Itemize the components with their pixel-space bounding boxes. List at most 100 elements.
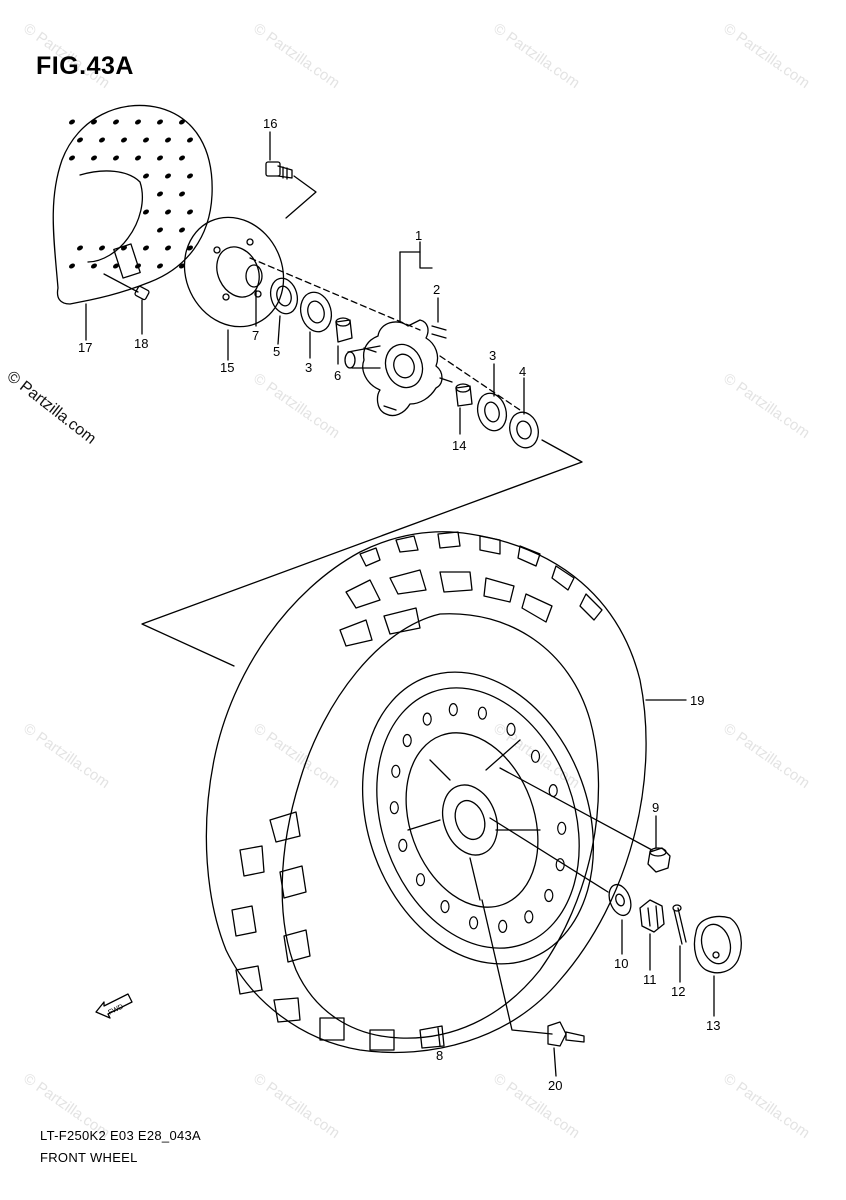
cotter-pin-12 xyxy=(672,904,687,945)
callout-12: 12 xyxy=(671,984,685,999)
washer-10 xyxy=(608,883,632,917)
spacer-6 xyxy=(335,317,353,343)
rim-hole xyxy=(415,873,426,887)
callout-13: 13 xyxy=(706,1018,720,1033)
rim-hole xyxy=(506,722,516,737)
guard-hole xyxy=(113,119,119,125)
callout-3: 3 xyxy=(305,360,312,375)
guard-hole xyxy=(69,263,75,269)
oil-seal-5 xyxy=(269,277,299,315)
callout-14: 14 xyxy=(452,438,466,453)
guard-hole xyxy=(99,245,105,251)
callout-3-second: 3 xyxy=(489,348,496,363)
callout-8: 8 xyxy=(436,1048,443,1063)
callout-7: 7 xyxy=(252,328,259,343)
callout-15: 15 xyxy=(220,360,234,375)
front-tire xyxy=(205,531,647,1054)
guard-hole xyxy=(179,155,185,161)
rim-hole xyxy=(391,764,401,778)
rim-hole xyxy=(477,706,487,720)
guard-hole xyxy=(179,191,185,197)
bolt-18 xyxy=(103,273,150,301)
guard-hole xyxy=(135,263,141,269)
hub-studs xyxy=(363,325,453,411)
guard-hole xyxy=(179,227,185,233)
rim-hole xyxy=(448,702,458,717)
callout-4: 4 xyxy=(519,364,526,379)
wheel-nut-9 xyxy=(647,847,671,873)
guard-hole xyxy=(121,137,127,143)
wheel-rim xyxy=(361,671,595,965)
callout-11: 11 xyxy=(643,972,657,987)
guard-hole xyxy=(135,155,141,161)
guard-hole xyxy=(113,263,119,269)
rim-hole xyxy=(530,749,541,763)
hub-cap-13 xyxy=(693,915,742,974)
guard-hole xyxy=(143,209,149,215)
callout-2: 2 xyxy=(433,282,440,297)
guard-hole xyxy=(157,119,163,125)
spacer-7 xyxy=(245,264,263,288)
callout-19: 19 xyxy=(690,693,704,708)
guard-hole xyxy=(157,263,163,269)
guard-hole xyxy=(99,137,105,143)
bolt-16 xyxy=(265,161,317,219)
callout-labels: 1 2 3 3 4 5 6 7 8 9 10 11 12 13 14 15 16… xyxy=(78,116,720,1093)
rim-hole xyxy=(440,899,450,914)
bearing-3 xyxy=(299,291,333,333)
bearing-3b xyxy=(476,392,508,432)
guard-hole xyxy=(77,245,83,251)
spacer-14 xyxy=(455,383,473,407)
rim-hole xyxy=(398,838,408,853)
figure-title: FIG.43A xyxy=(36,52,134,80)
guard-holes xyxy=(69,119,193,269)
callout-5: 5 xyxy=(273,344,280,359)
callout-10: 10 xyxy=(614,956,628,971)
rim-hole xyxy=(422,712,432,726)
callout-9: 9 xyxy=(652,800,659,815)
guard-hole xyxy=(157,155,163,161)
guard-hole xyxy=(121,245,127,251)
guard-hole xyxy=(113,155,119,161)
tire-valve-20 xyxy=(481,899,585,1047)
callout-17: 17 xyxy=(78,340,92,355)
oil-seal-4 xyxy=(509,411,539,449)
guard-hole xyxy=(165,137,171,143)
wheel-hub xyxy=(344,319,443,417)
guard-hole xyxy=(143,173,149,179)
rim-hole xyxy=(557,821,567,835)
guard-hole xyxy=(91,263,97,269)
guard-hole xyxy=(143,245,149,251)
brake-disc xyxy=(183,216,285,328)
guard-hole xyxy=(179,263,185,269)
rim-hole xyxy=(389,801,399,815)
guard-hole xyxy=(179,119,185,125)
guard-hole xyxy=(143,137,149,143)
guard-hole xyxy=(91,155,97,161)
diagram-code: LT-F250K2 E03 E28_043A xyxy=(40,1128,202,1143)
guard-hole xyxy=(165,173,171,179)
rim-hole xyxy=(544,888,554,903)
callout-18: 18 xyxy=(134,336,148,351)
tire-tread xyxy=(231,531,603,1051)
disc-guard xyxy=(52,104,213,305)
guard-hole xyxy=(157,191,163,197)
rim-hole xyxy=(402,733,412,748)
callout-1: 1 xyxy=(415,228,422,243)
forward-label: FWD xyxy=(107,1003,124,1016)
guard-hole xyxy=(187,209,193,215)
rim-hole xyxy=(469,916,479,930)
guard-hole xyxy=(135,119,141,125)
guard-hole xyxy=(91,119,97,125)
guard-hole xyxy=(69,155,75,161)
callout-20: 20 xyxy=(548,1078,562,1093)
callout-6: 6 xyxy=(334,368,341,383)
guard-hole xyxy=(187,173,193,179)
guard-hole xyxy=(187,245,193,251)
callout-16: 16 xyxy=(263,116,277,131)
rim-hole xyxy=(524,910,534,924)
section-name: FRONT WHEEL xyxy=(40,1150,138,1165)
guard-hole xyxy=(69,119,75,125)
